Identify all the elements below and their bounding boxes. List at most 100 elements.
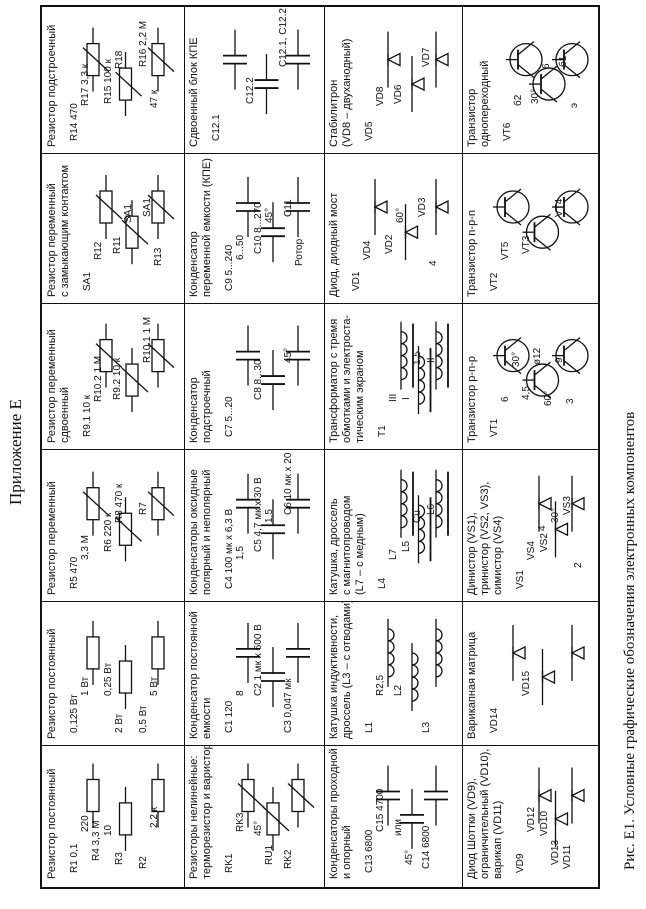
component-label: 1,5 xyxy=(235,546,246,560)
wire-line xyxy=(147,47,175,73)
cell-title: Резистор переменный xyxy=(46,481,58,595)
component-label: VD12 xyxy=(526,806,537,832)
component-label: L1 xyxy=(364,721,375,733)
wire-line xyxy=(287,783,315,808)
component-label: L4 xyxy=(377,577,388,589)
coil-turn xyxy=(411,688,419,702)
coil-turn xyxy=(411,676,419,690)
component-label: C1 120 xyxy=(224,700,235,733)
coil-turn xyxy=(387,628,395,642)
wire-line xyxy=(504,188,522,203)
component-body xyxy=(118,802,133,836)
component-body xyxy=(151,338,165,373)
cell-title: Транзистор n-p-n xyxy=(466,210,478,297)
component-label: C2 1 мк х 600 В xyxy=(253,624,265,696)
component-label: 45° xyxy=(264,207,276,223)
component-label: C8 8...30 xyxy=(253,359,265,400)
symbol-drawing xyxy=(236,473,310,560)
symbol-drawing xyxy=(493,337,589,399)
coil-turn xyxy=(400,330,408,345)
component-label: R5 470 xyxy=(69,556,80,589)
component-label: 2 Вт xyxy=(114,713,126,733)
wire-line xyxy=(563,64,581,79)
component-label: ø12 xyxy=(532,347,544,365)
component-label: SA1 xyxy=(142,198,153,217)
coil-turn xyxy=(387,652,395,666)
cell-title: Резисторы нелинейные: xyxy=(188,755,200,879)
cell-title: Транзистор p-n-p xyxy=(466,356,478,443)
component-label: C11 xyxy=(282,199,294,217)
component-label: 60° xyxy=(543,390,555,406)
component-label: 10 xyxy=(103,824,115,836)
coil-turn xyxy=(435,664,443,678)
figure-caption: Рис. Е1. Условные графические обозначени… xyxy=(622,0,642,909)
diode-triangle xyxy=(434,199,449,215)
cell-title: с магнитопроводом xyxy=(341,495,353,595)
component-body xyxy=(151,190,165,224)
wire-line xyxy=(534,384,551,399)
component-label: R13 xyxy=(153,247,164,266)
cell-title: (L7 – с медным) xyxy=(354,513,366,595)
diode-triangle xyxy=(404,225,419,240)
symbol-drawing xyxy=(86,763,165,851)
appendix-title: Приложение Е xyxy=(6,399,25,505)
col-divider xyxy=(42,303,598,304)
symbol-drawing xyxy=(95,323,175,413)
component-label: VD6 xyxy=(392,84,404,104)
diode-triangle xyxy=(410,77,425,92)
cell-title: Резистор переменный xyxy=(46,183,58,297)
component-label: VS3 xyxy=(562,496,574,515)
cell-title: Катушка, дроссель xyxy=(328,498,340,595)
component-label: C14 6800 xyxy=(421,825,433,869)
wire-line xyxy=(115,71,142,97)
component-body xyxy=(99,338,113,373)
component-label: C10 8...270 xyxy=(253,202,265,254)
cell-title: Резистор постоянный xyxy=(46,628,58,739)
component-body xyxy=(151,778,165,813)
component-label: 3 xyxy=(564,398,576,404)
component-label: R2 xyxy=(137,856,149,869)
symbol-drawing xyxy=(236,622,310,708)
component-label: VT2 xyxy=(489,272,500,291)
component-body xyxy=(86,42,100,77)
row-divider xyxy=(462,7,463,887)
cell-title: Резистор подстроечный xyxy=(46,24,58,147)
coil-turn xyxy=(435,330,443,345)
component-label: VS2 xyxy=(538,533,550,552)
component-label: R10.1 1 М xyxy=(142,316,153,363)
wire-line xyxy=(534,236,551,251)
col-divider xyxy=(42,745,598,746)
component-body xyxy=(118,660,133,694)
diode-triangle xyxy=(373,199,388,215)
diode-triangle xyxy=(537,788,552,803)
coil-turn xyxy=(418,540,426,554)
symbol-drawing xyxy=(223,29,310,115)
coil-turn xyxy=(435,342,443,357)
symbol-drawing xyxy=(237,763,315,851)
component-label: C7 5...20 xyxy=(224,396,235,437)
coil-turn xyxy=(418,379,426,393)
symbol-drawing xyxy=(400,321,449,415)
wire-line xyxy=(95,194,123,220)
component-label: R6 220 к xyxy=(103,512,115,552)
cell-title: Трансформатор с тремя xyxy=(328,318,340,443)
symbol-drawing xyxy=(95,175,175,265)
coil-turn xyxy=(387,664,395,678)
component-label: 4,5 xyxy=(521,386,533,400)
component-label: Cu xyxy=(412,510,424,523)
component-label: R8 470 к xyxy=(114,483,126,523)
col-divider xyxy=(42,449,598,450)
cell-title: симистор (VS4) xyxy=(492,515,504,595)
component-label: 0,5 Вт xyxy=(137,705,149,733)
wire-line xyxy=(147,343,175,369)
component-label: 5 Вт xyxy=(148,676,160,696)
component-body xyxy=(266,802,280,836)
